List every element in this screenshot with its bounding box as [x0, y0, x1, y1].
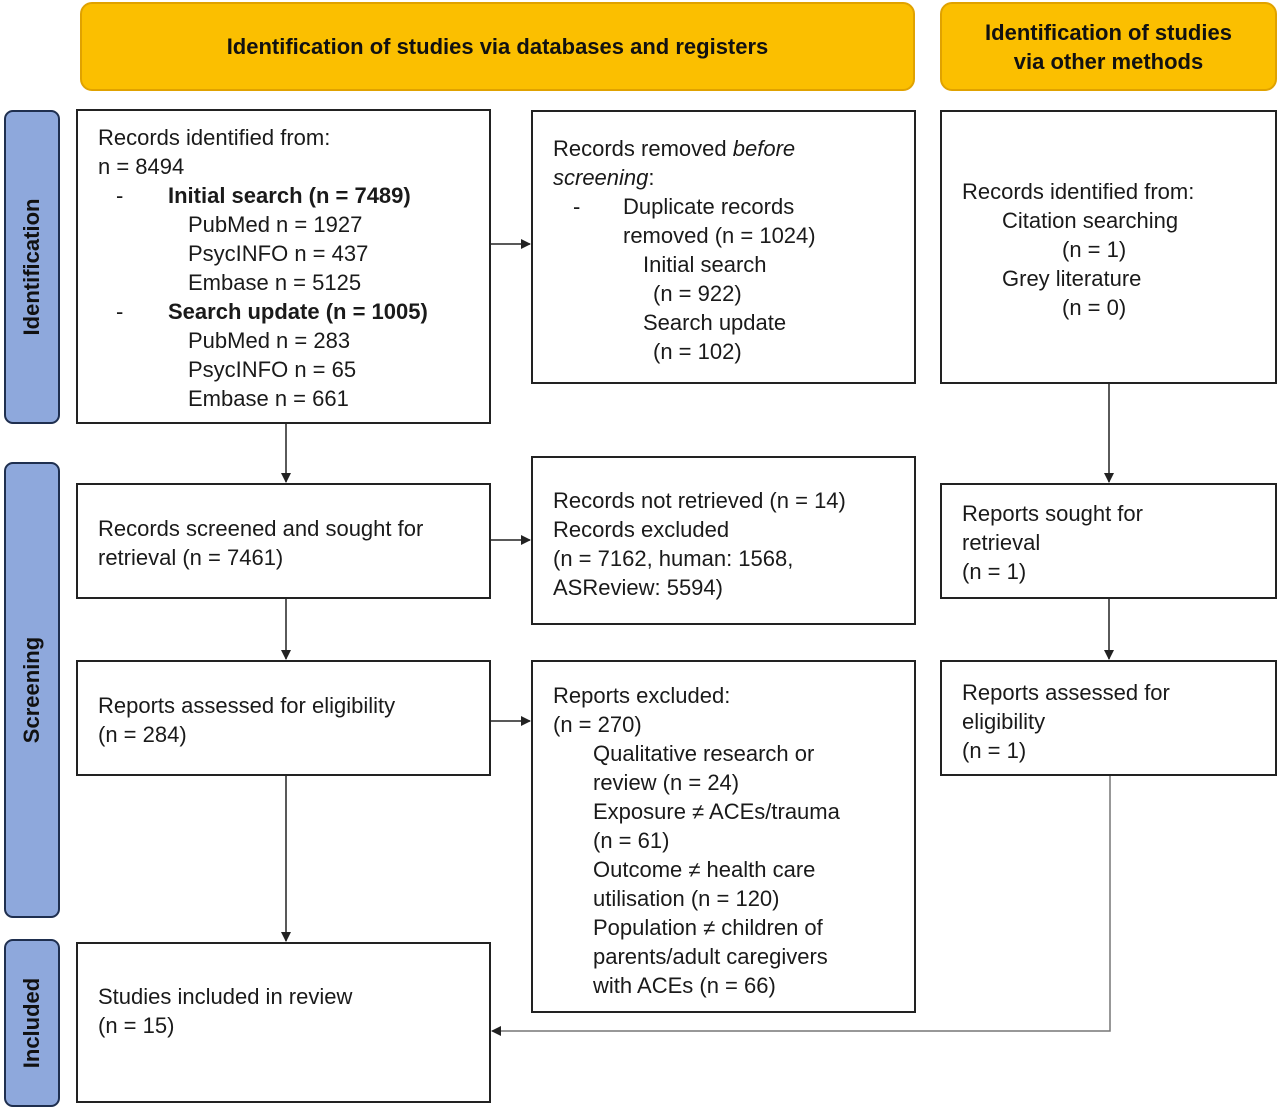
records-excluded-asreview: ASReview: 5594) [553, 575, 723, 600]
records-identified-box: Records identified from: n = 8494 - Initi… [76, 109, 491, 424]
exclusion-reason: Outcome ≠ health care [593, 857, 816, 882]
reports-excluded-total: (n = 270) [553, 712, 642, 737]
exclusion-reason: utilisation (n = 120) [593, 886, 780, 911]
header-databases-text: Identification of studies via databases … [226, 34, 769, 59]
exclusion-reason: parents/adult caregivers [593, 944, 828, 969]
update-embase: Embase n = 661 [188, 386, 349, 411]
initial-search-label: Initial search (n = 7489) [168, 183, 411, 208]
other-identified-title: Records identified from: [962, 179, 1195, 204]
initial-psycinfo: PsycINFO n = 437 [188, 241, 369, 266]
records-removed-title-2: screening: [553, 163, 914, 192]
duplicates-row: - Duplicate records [553, 192, 914, 221]
studies-included-box: Studies included in review (n = 15) [76, 942, 491, 1103]
included-line1: Studies included in review [98, 984, 353, 1009]
records-excluded-label: Records excluded [553, 517, 730, 542]
records-removed-title-plain: Records removed [553, 136, 733, 161]
bullet-dash: - [573, 194, 581, 219]
reports-assessed-box: Reports assessed for eligibility (n = 28… [76, 660, 491, 776]
bullet-dash: - [116, 299, 124, 324]
phase-included: Included [4, 939, 60, 1107]
header-other-methods: Identification of studies via other meth… [940, 2, 1277, 91]
not-retrieved: Records not retrieved (n = 14) [553, 488, 846, 513]
grey-n: (n = 0) [1062, 295, 1127, 320]
header-other-line2: via other methods [1013, 48, 1204, 74]
initial-search-row: - Initial search (n = 7489) [98, 181, 489, 210]
assessed-other-line1: Reports assessed for [962, 680, 1170, 705]
update-pubmed: PubMed n = 283 [188, 328, 351, 353]
other-identified-box: Records identified from: Citation search… [940, 110, 1277, 384]
exclusion-reason: (n = 61) [593, 828, 670, 853]
records-identified-title: Records identified from: [98, 125, 331, 150]
records-removed-colon: : [648, 165, 655, 190]
records-removed-title-italic-2: screening [553, 165, 649, 190]
records-removed-box: Records removed before screening: - Dupli… [531, 110, 916, 384]
removed-initial-n: (n = 922) [653, 281, 742, 306]
duplicates-line2: removed (n = 1024) [623, 223, 816, 248]
records-removed-title: Records removed before [553, 134, 914, 163]
records-removed-title-italic: before [732, 136, 796, 161]
assessed-line1: Reports assessed for eligibility [98, 693, 396, 718]
records-identified-total: n = 8494 [98, 154, 185, 179]
phase-identification: Identification [4, 110, 60, 424]
screened-line1: Records screened and sought for [98, 516, 424, 541]
exclusion-reason: Exposure ≠ ACEs/trauma [593, 799, 840, 824]
exclusion-reason: Qualitative research or [593, 741, 815, 766]
assessed-other-line3: (n = 1) [962, 738, 1027, 763]
assessed-line2: (n = 284) [98, 722, 187, 747]
search-update-row: - Search update (n = 1005) [98, 297, 489, 326]
reports-assessed-other-box: Reports assessed for eligibility (n = 1) [940, 660, 1277, 776]
header-other-line1: Identification of studies [985, 19, 1232, 45]
screened-line2: retrieval (n = 7461) [98, 545, 284, 570]
records-excluded-n: (n = 7162, human: 1568, [553, 546, 794, 571]
removed-initial-label: Initial search [643, 252, 767, 277]
assessed-other-line2: eligibility [962, 709, 1046, 734]
reports-excluded-box: Reports excluded: (n = 270) Qualitative … [531, 660, 916, 1013]
citation-searching: Citation searching [1002, 208, 1179, 233]
sought-other-line2: retrieval [962, 530, 1041, 555]
phase-screening: Screening [4, 462, 60, 918]
exclusion-reason: Population ≠ children of [593, 915, 823, 940]
reports-sought-other-box: Reports sought for retrieval (n = 1) [940, 483, 1277, 599]
header-databases: Identification of studies via databases … [80, 2, 915, 91]
grey-literature: Grey literature [1002, 266, 1142, 291]
records-excluded-box: Records not retrieved (n = 14) Records e… [531, 456, 916, 625]
removed-update-label: Search update [643, 310, 787, 335]
citation-n: (n = 1) [1062, 237, 1127, 262]
search-update-label: Search update (n = 1005) [168, 299, 428, 324]
sought-other-line1: Reports sought for [962, 501, 1143, 526]
included-line2: (n = 15) [98, 1013, 175, 1038]
exclusion-reason: with ACEs (n = 66) [593, 973, 776, 998]
bullet-dash: - [116, 183, 124, 208]
removed-update-n: (n = 102) [653, 339, 742, 364]
records-screened-box: Records screened and sought for retrieva… [76, 483, 491, 599]
initial-pubmed: PubMed n = 1927 [188, 212, 363, 237]
sought-other-line3: (n = 1) [962, 559, 1027, 584]
initial-embase: Embase n = 5125 [188, 270, 362, 295]
exclusion-reason: review (n = 24) [593, 770, 740, 795]
duplicates-line1: Duplicate records [623, 194, 795, 219]
update-psycinfo: PsycINFO n = 65 [188, 357, 357, 382]
arrow-assessed-other-to-included [491, 776, 1111, 1036]
reports-excluded-title: Reports excluded: [553, 683, 731, 708]
